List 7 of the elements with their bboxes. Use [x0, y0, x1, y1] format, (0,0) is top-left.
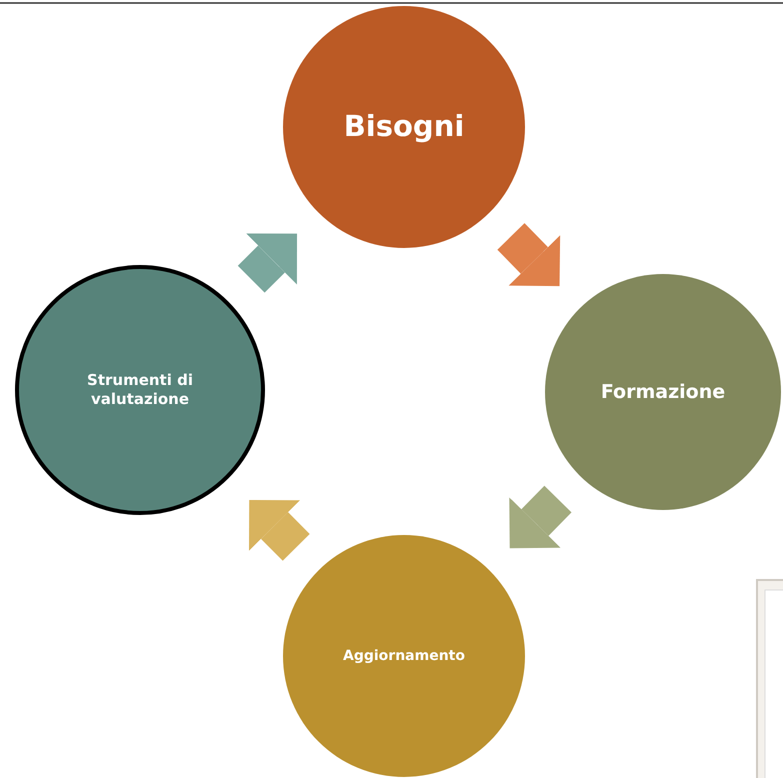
node-label: Aggiornamento: [343, 646, 465, 666]
block-arrow: [238, 233, 298, 293]
block-arrow: [497, 223, 560, 286]
node-label: Bisogni: [344, 108, 464, 146]
block-arrow: [249, 500, 310, 561]
node-label: Formazione: [600, 380, 726, 404]
node-label: Strumenti di valutazione: [86, 370, 194, 410]
